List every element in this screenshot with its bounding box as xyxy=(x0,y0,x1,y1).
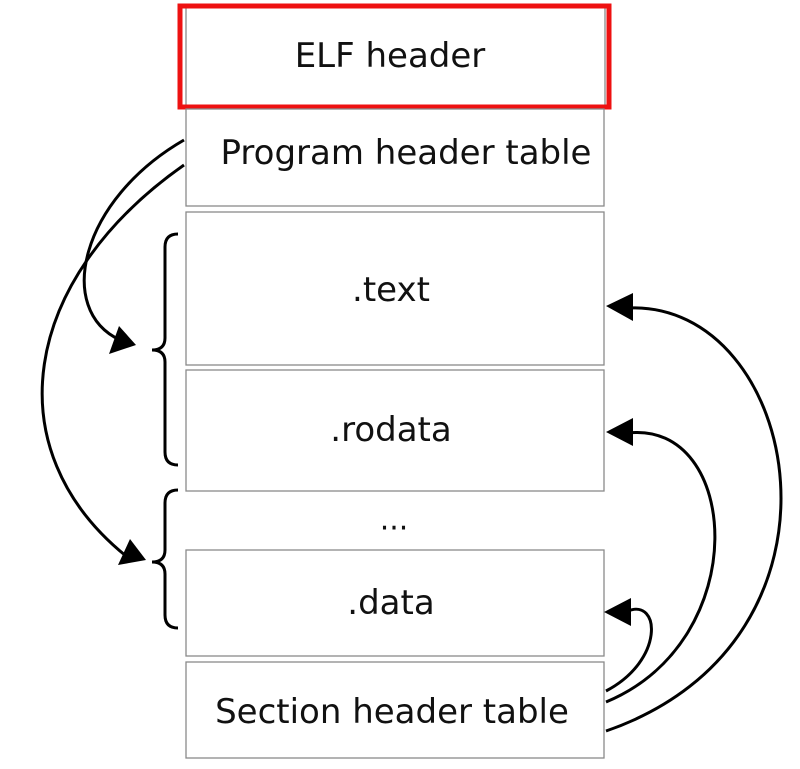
section-header-to-data-arrow xyxy=(605,607,653,693)
section-header-to-rodata-arrowhead xyxy=(606,418,633,446)
section-header-to-data-arrowhead xyxy=(604,598,631,626)
section-header-to-text-arrowhead xyxy=(606,293,633,321)
program-header-table-box: Program header table xyxy=(185,108,605,207)
section-header-to-rodata-arrow xyxy=(605,431,717,704)
program-header-to-lower-segment-arrow xyxy=(40,163,185,558)
data-section-label: .data xyxy=(347,583,434,623)
program-header-to-upper-segment-arrowhead xyxy=(109,326,136,354)
program-header-to-lower-segment-arrowhead xyxy=(118,539,146,565)
program-header-to-upper-segment-arrow xyxy=(82,138,185,342)
section-header-table-box: Section header table xyxy=(185,661,605,759)
elf-header-highlight xyxy=(177,3,612,110)
section-header-to-text-arrow xyxy=(605,306,783,733)
segment-brace-upper xyxy=(151,232,179,467)
section-header-table-label: Section header table xyxy=(215,692,569,732)
rodata-section-label: .rodata xyxy=(330,410,451,450)
program-header-table-label: Program header table xyxy=(221,133,592,173)
ellipsis-label: ... xyxy=(380,503,409,538)
segment-brace-lower xyxy=(151,488,179,630)
text-section-box: .text xyxy=(185,211,605,366)
elf-header-label: ELF header xyxy=(295,36,486,76)
text-section-label: .text xyxy=(352,270,430,310)
elf-header-box: ELF header xyxy=(185,5,606,108)
data-section-box: .data xyxy=(185,549,605,657)
rodata-section-box: .rodata xyxy=(185,369,605,492)
